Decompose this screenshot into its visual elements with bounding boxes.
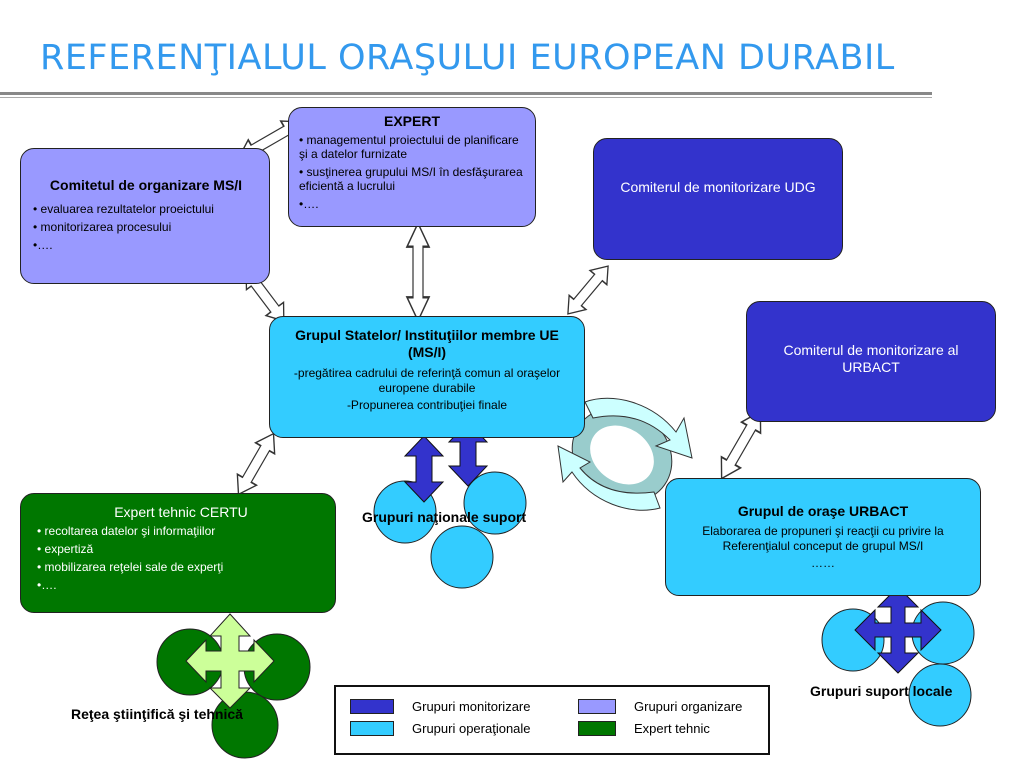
certu-item: •…. <box>37 578 57 592</box>
arrow-udg-state <box>558 258 618 322</box>
legend-swatch <box>350 699 394 714</box>
legend-text: Grupuri monitorizare <box>412 699 531 714</box>
legend-swatch <box>578 721 616 736</box>
urbact-cities-title: Grupul de oraşe URBACT <box>737 503 909 519</box>
member-states-title: Grupul Statelor/ Instituţiilor membre UE… <box>295 327 559 360</box>
local-cross-arrow <box>854 586 942 674</box>
national-circle-3 <box>430 525 494 589</box>
page-title: REFERENŢIALUL ORAŞULUI EUROPEAN DURABIL <box>40 38 895 78</box>
certu-item: • recoltarea datelor şi informaţiilor <box>37 524 216 538</box>
expert-title: EXPERT <box>383 113 440 129</box>
local-support-label: Grupuri suport locale <box>810 683 953 699</box>
organizing-committee-box: Comitetul de organizare MS/I • evaluarea… <box>20 148 270 284</box>
certu-item: • expertiză <box>37 542 94 556</box>
certu-box: Expert tehnic CERTU • recoltarea datelor… <box>20 493 336 613</box>
national-support-label: Grupuri naţionale suport <box>362 509 527 525</box>
legend-text: Expert tehnic <box>634 721 710 736</box>
national-circle-2 <box>463 471 527 535</box>
member-states-group-box: Grupul Statelor/ Instituţiilor membre UE… <box>269 316 585 438</box>
certu-item: • mobilizarea reţelei sale de experţi <box>37 560 224 574</box>
urbact-cities-line: Elaborarea de propuneri şi reacţii cu pr… <box>702 524 944 553</box>
urbact-cities-group-box: Grupul de oraşe URBACT Elaborarea de pro… <box>665 478 981 596</box>
udg-committee-box: Comiterul de monitorizare UDG <box>593 138 843 260</box>
expert-item: • susţinerea grupului MS/I în desfăşurar… <box>299 165 523 193</box>
organizing-item: •…. <box>33 238 53 252</box>
title-rule-thin <box>0 97 932 98</box>
organizing-item: • evaluarea rezultatelor proeictului <box>33 202 214 216</box>
title-rule <box>0 92 932 95</box>
expert-box: EXPERT • managementul proiectului de pla… <box>288 107 536 227</box>
local-circle-3 <box>908 663 972 727</box>
legend-swatch <box>350 721 394 736</box>
member-states-line: -Propunerea contribuţiei finale <box>346 398 508 412</box>
certu-title: Expert tehnic CERTU <box>114 504 248 520</box>
organizing-item: • monitorizarea procesului <box>33 220 172 234</box>
arrow-expert-state <box>405 222 431 322</box>
organizing-committee-title: Comitetul de organizare MS/I <box>49 177 243 193</box>
expert-item: • managementul proiectului de planificar… <box>299 133 519 161</box>
expert-item: •…. <box>299 197 319 211</box>
udg-committee-title: Comiterul de monitorizare UDG <box>620 179 816 195</box>
urbact-cities-line: …… <box>811 556 835 570</box>
member-states-line: -pregătirea cadrului de referinţă comun … <box>293 366 561 395</box>
legend-text: Grupuri operaţionale <box>412 721 531 736</box>
cycle-arrows <box>557 397 693 511</box>
network-cross-arrow <box>185 613 275 709</box>
arrow-certu-state <box>228 427 284 501</box>
national-arrow-2 <box>447 421 489 487</box>
urbact-committee-title: Comiterul de monitorizare al URBACT <box>783 342 959 375</box>
legend: Grupuri monitorizare Grupuri organizare … <box>334 685 770 755</box>
national-arrow-1 <box>403 435 445 503</box>
legend-text: Grupuri organizare <box>634 699 743 714</box>
network-circle-3 <box>211 691 279 759</box>
legend-swatch <box>578 699 616 714</box>
urbact-committee-box: Comiterul de monitorizare al URBACT <box>746 301 996 422</box>
network-label: Reţea ştiinţifică şi tehnică <box>71 706 243 722</box>
